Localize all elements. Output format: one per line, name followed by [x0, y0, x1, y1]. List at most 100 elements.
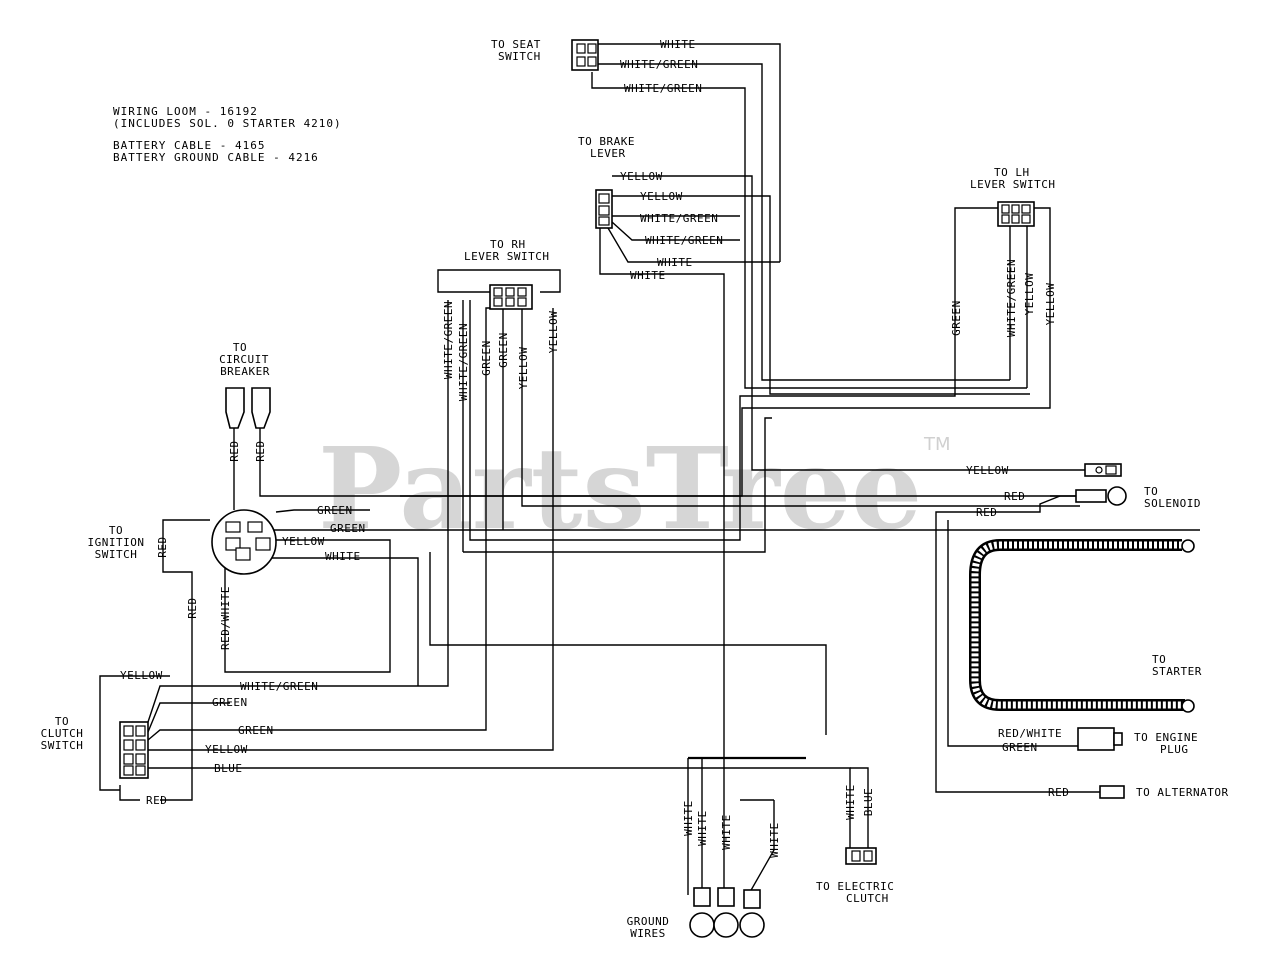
label-circuit-breaker-3: BREAKER [220, 365, 270, 378]
watermark-trademark: TM [923, 434, 951, 455]
label-rh-lever-1: TO RH [490, 238, 526, 251]
label-ignition-2: IGNITION [88, 536, 145, 549]
label-ignition-1: TO [109, 524, 123, 537]
wire-brake-white-2 [599, 228, 725, 780]
wire-label: WHITE [325, 550, 361, 563]
label-seat-switch-2: SWITCH [498, 50, 541, 63]
wire-seat-white-green-2 [591, 72, 1027, 389]
wire-label: YELLOW [1023, 273, 1036, 316]
wire-label: RED [1048, 786, 1069, 799]
label-ignition-3: SWITCH [95, 548, 138, 561]
wire-rh-green [300, 307, 490, 731]
wire-label: WHITE/GREEN [240, 680, 318, 693]
note-wiring-loom: WIRING LOOM - 16192 [113, 105, 258, 118]
label-lh-lever-1: TO LH [994, 166, 1030, 179]
wire-label: YELLOW [547, 311, 560, 354]
label-ground-wires-1: GROUND [627, 915, 670, 928]
wire-label: WHITE [720, 814, 733, 850]
wire-label: BLUE [862, 788, 875, 817]
wire-cb-red-2 [259, 428, 1080, 497]
wire-label: YELLOW [966, 464, 1009, 477]
wire-brake-white [607, 227, 780, 263]
cable-terminal-bottom [1181, 699, 1195, 713]
wire-rh-yellow-2 [145, 308, 554, 751]
wire-label: GREEN [480, 340, 493, 376]
wire-solenoid-red [935, 495, 1100, 793]
wire-label: RED [976, 506, 997, 519]
connector-rh-lever-switch [489, 284, 533, 310]
note-battery-cable: BATTERY CABLE - 4165 [113, 139, 265, 152]
wire-label: WHITE [682, 800, 695, 836]
label-engine-plug-2: PLUG [1160, 743, 1189, 756]
label-starter-1: TO [1152, 653, 1166, 666]
wire-label: RED [1004, 490, 1025, 503]
label-clutch-3: SWITCH [41, 739, 84, 752]
wire-label: GREEN [317, 504, 353, 517]
wire-label: WHITE [696, 810, 709, 846]
ground-ring-terminals [689, 887, 765, 938]
label-rh-lever-2: LEVER SWITCH [464, 250, 549, 263]
wire-labels-vertical: GREEN WHITE/GREEN YELLOW YELLOW WHITE/GR… [156, 259, 1057, 858]
wire-clutch-yellow [99, 675, 170, 791]
label-solenoid-1: TO [1144, 485, 1158, 498]
wire-label: YELLOW [205, 743, 248, 756]
wire-label: WHITE/GREEN [620, 58, 698, 71]
wire-clutch-green [147, 702, 230, 733]
wire-gnd-4 [749, 800, 775, 893]
wire-label: RED [156, 536, 169, 557]
label-clutch-2: CLUTCH [41, 727, 84, 740]
label-seat-switch-1: TO SEAT [491, 38, 541, 51]
label-clutch-1: TO [55, 715, 69, 728]
wire-label: YELLOW [620, 170, 663, 183]
wire-seat-white [598, 43, 781, 262]
connector-alternator [1099, 785, 1125, 799]
wire-label: BLUE [214, 762, 243, 775]
wire-brake-yellow [612, 175, 960, 471]
wire-ign-green [275, 509, 370, 513]
wire-rh-loop [437, 269, 561, 293]
wire-ign-white [266, 557, 419, 686]
wire-lh-green [469, 207, 1000, 541]
wire-label: RED/WHITE [998, 727, 1062, 740]
wire-clutch-blue [148, 767, 851, 820]
wire-brake-white-green-2 [611, 221, 740, 241]
wire-clutch-red [119, 785, 140, 801]
wire-clutch-green-2 [147, 729, 300, 741]
wire-rh-white-green [300, 300, 449, 687]
wire-label: YELLOW [282, 535, 325, 548]
wire-label: WHITE [844, 784, 857, 820]
note-battery-ground: BATTERY GROUND CABLE - 4216 [113, 151, 319, 164]
wire-ign-mid [429, 552, 827, 735]
wire-label: WHITE/GREEN [645, 234, 723, 247]
connector-solenoid-yellow [1084, 463, 1122, 477]
wire-brake-yellow-2 [612, 195, 1030, 395]
wire-label: YELLOW [640, 190, 683, 203]
connector-electric-clutch [845, 847, 877, 865]
component-labels: TO SEAT SWITCH TO BRAKE LEVER TO LH LEVE… [41, 38, 1228, 940]
label-ground-wires-2: WIRES [630, 927, 666, 940]
wire-label: RED [228, 440, 241, 461]
wire-label: RED/WHITE [219, 586, 232, 650]
label-engine-plug-1: TO ENGINE [1134, 731, 1198, 744]
wire-label: WHITE/GREEN [457, 323, 470, 401]
wire-paths [99, 43, 1200, 895]
note-includes: (INCLUDES SOL. 0 STARTER 4210) [113, 117, 342, 130]
wire-label: GREEN [497, 332, 510, 368]
wire-label: RED [146, 794, 167, 807]
label-solenoid-2: SOLENOID [1144, 497, 1201, 510]
wire-label: GREEN [1002, 741, 1038, 754]
wire-ign-red [160, 519, 210, 801]
label-brake-lever-2: LEVER [590, 147, 626, 160]
label-circuit-breaker-1: TO [233, 341, 247, 354]
wire-label: GREEN [330, 522, 366, 535]
cable-terminal-top [1181, 539, 1195, 553]
label-brake-lever-1: TO BRAKE [578, 135, 635, 148]
wire-label: RED [186, 597, 199, 618]
wire-label: GREEN [950, 300, 963, 336]
connector-brake-lever [595, 189, 613, 229]
connector-solenoid-ring [1075, 486, 1127, 506]
wire-label: WHITE [630, 269, 666, 282]
wire-engine-green [947, 520, 1078, 747]
wire-label: GREEN [238, 724, 274, 737]
